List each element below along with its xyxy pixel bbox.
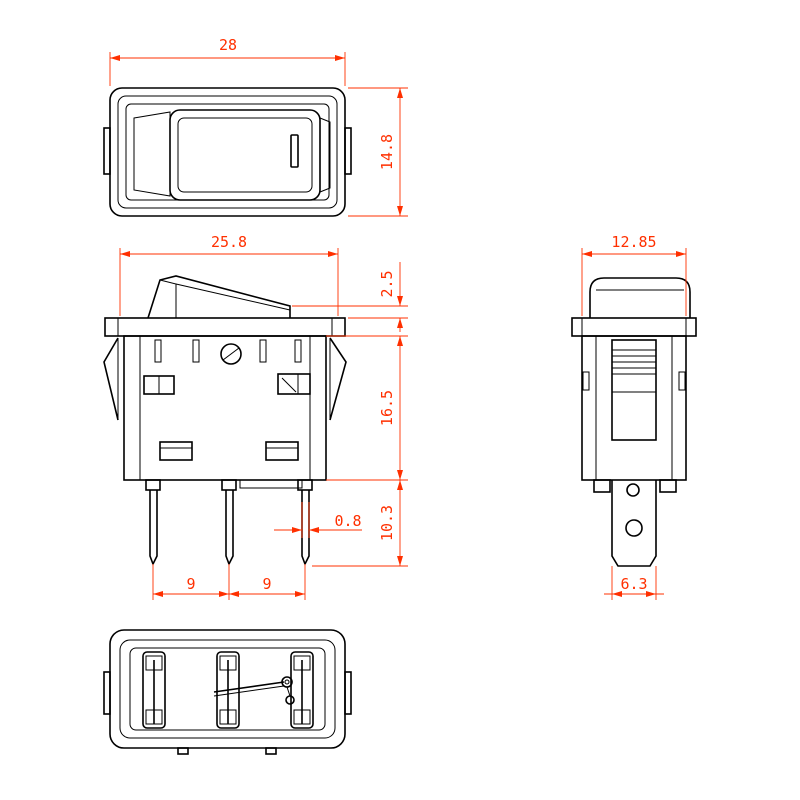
dim-body-height: 16.5 [326, 335, 408, 481]
dim-side-width: 25.8 [119, 233, 339, 316]
dim-body-height-label: 16.5 [378, 390, 396, 426]
dim-pin-pitch-left-label: 9 [186, 575, 195, 593]
dim-pin-thickness: 0.8 [274, 502, 362, 538]
dim-terminal-width-label: 6.3 [620, 575, 647, 593]
dim-end-width: 12.85 [581, 233, 687, 316]
dim-top-width-label: 28 [219, 36, 237, 54]
side-view [103, 275, 347, 566]
dim-top-height: 14.8 [348, 87, 408, 217]
dim-rocker-height: 2.5 [292, 262, 408, 332]
dim-top-height-label: 14.8 [378, 134, 396, 170]
end-view [571, 277, 697, 567]
dim-pin-pitch-right-label: 9 [262, 575, 271, 593]
dim-pin-pitch: 9 9 [152, 564, 306, 600]
top-view [103, 87, 352, 217]
dim-pin-length: 10.3 [312, 480, 408, 567]
dim-rocker-height-label: 2.5 [378, 270, 396, 297]
bottom-view [103, 629, 352, 755]
dim-pin-thickness-label: 0.8 [334, 512, 361, 530]
dim-end-width-label: 12.85 [611, 233, 656, 251]
dim-pin-length-label: 10.3 [378, 505, 396, 541]
dim-terminal-width: 6.3 [604, 566, 664, 600]
dim-side-width-label: 25.8 [211, 233, 247, 251]
dim-top-width: 28 [109, 36, 346, 86]
